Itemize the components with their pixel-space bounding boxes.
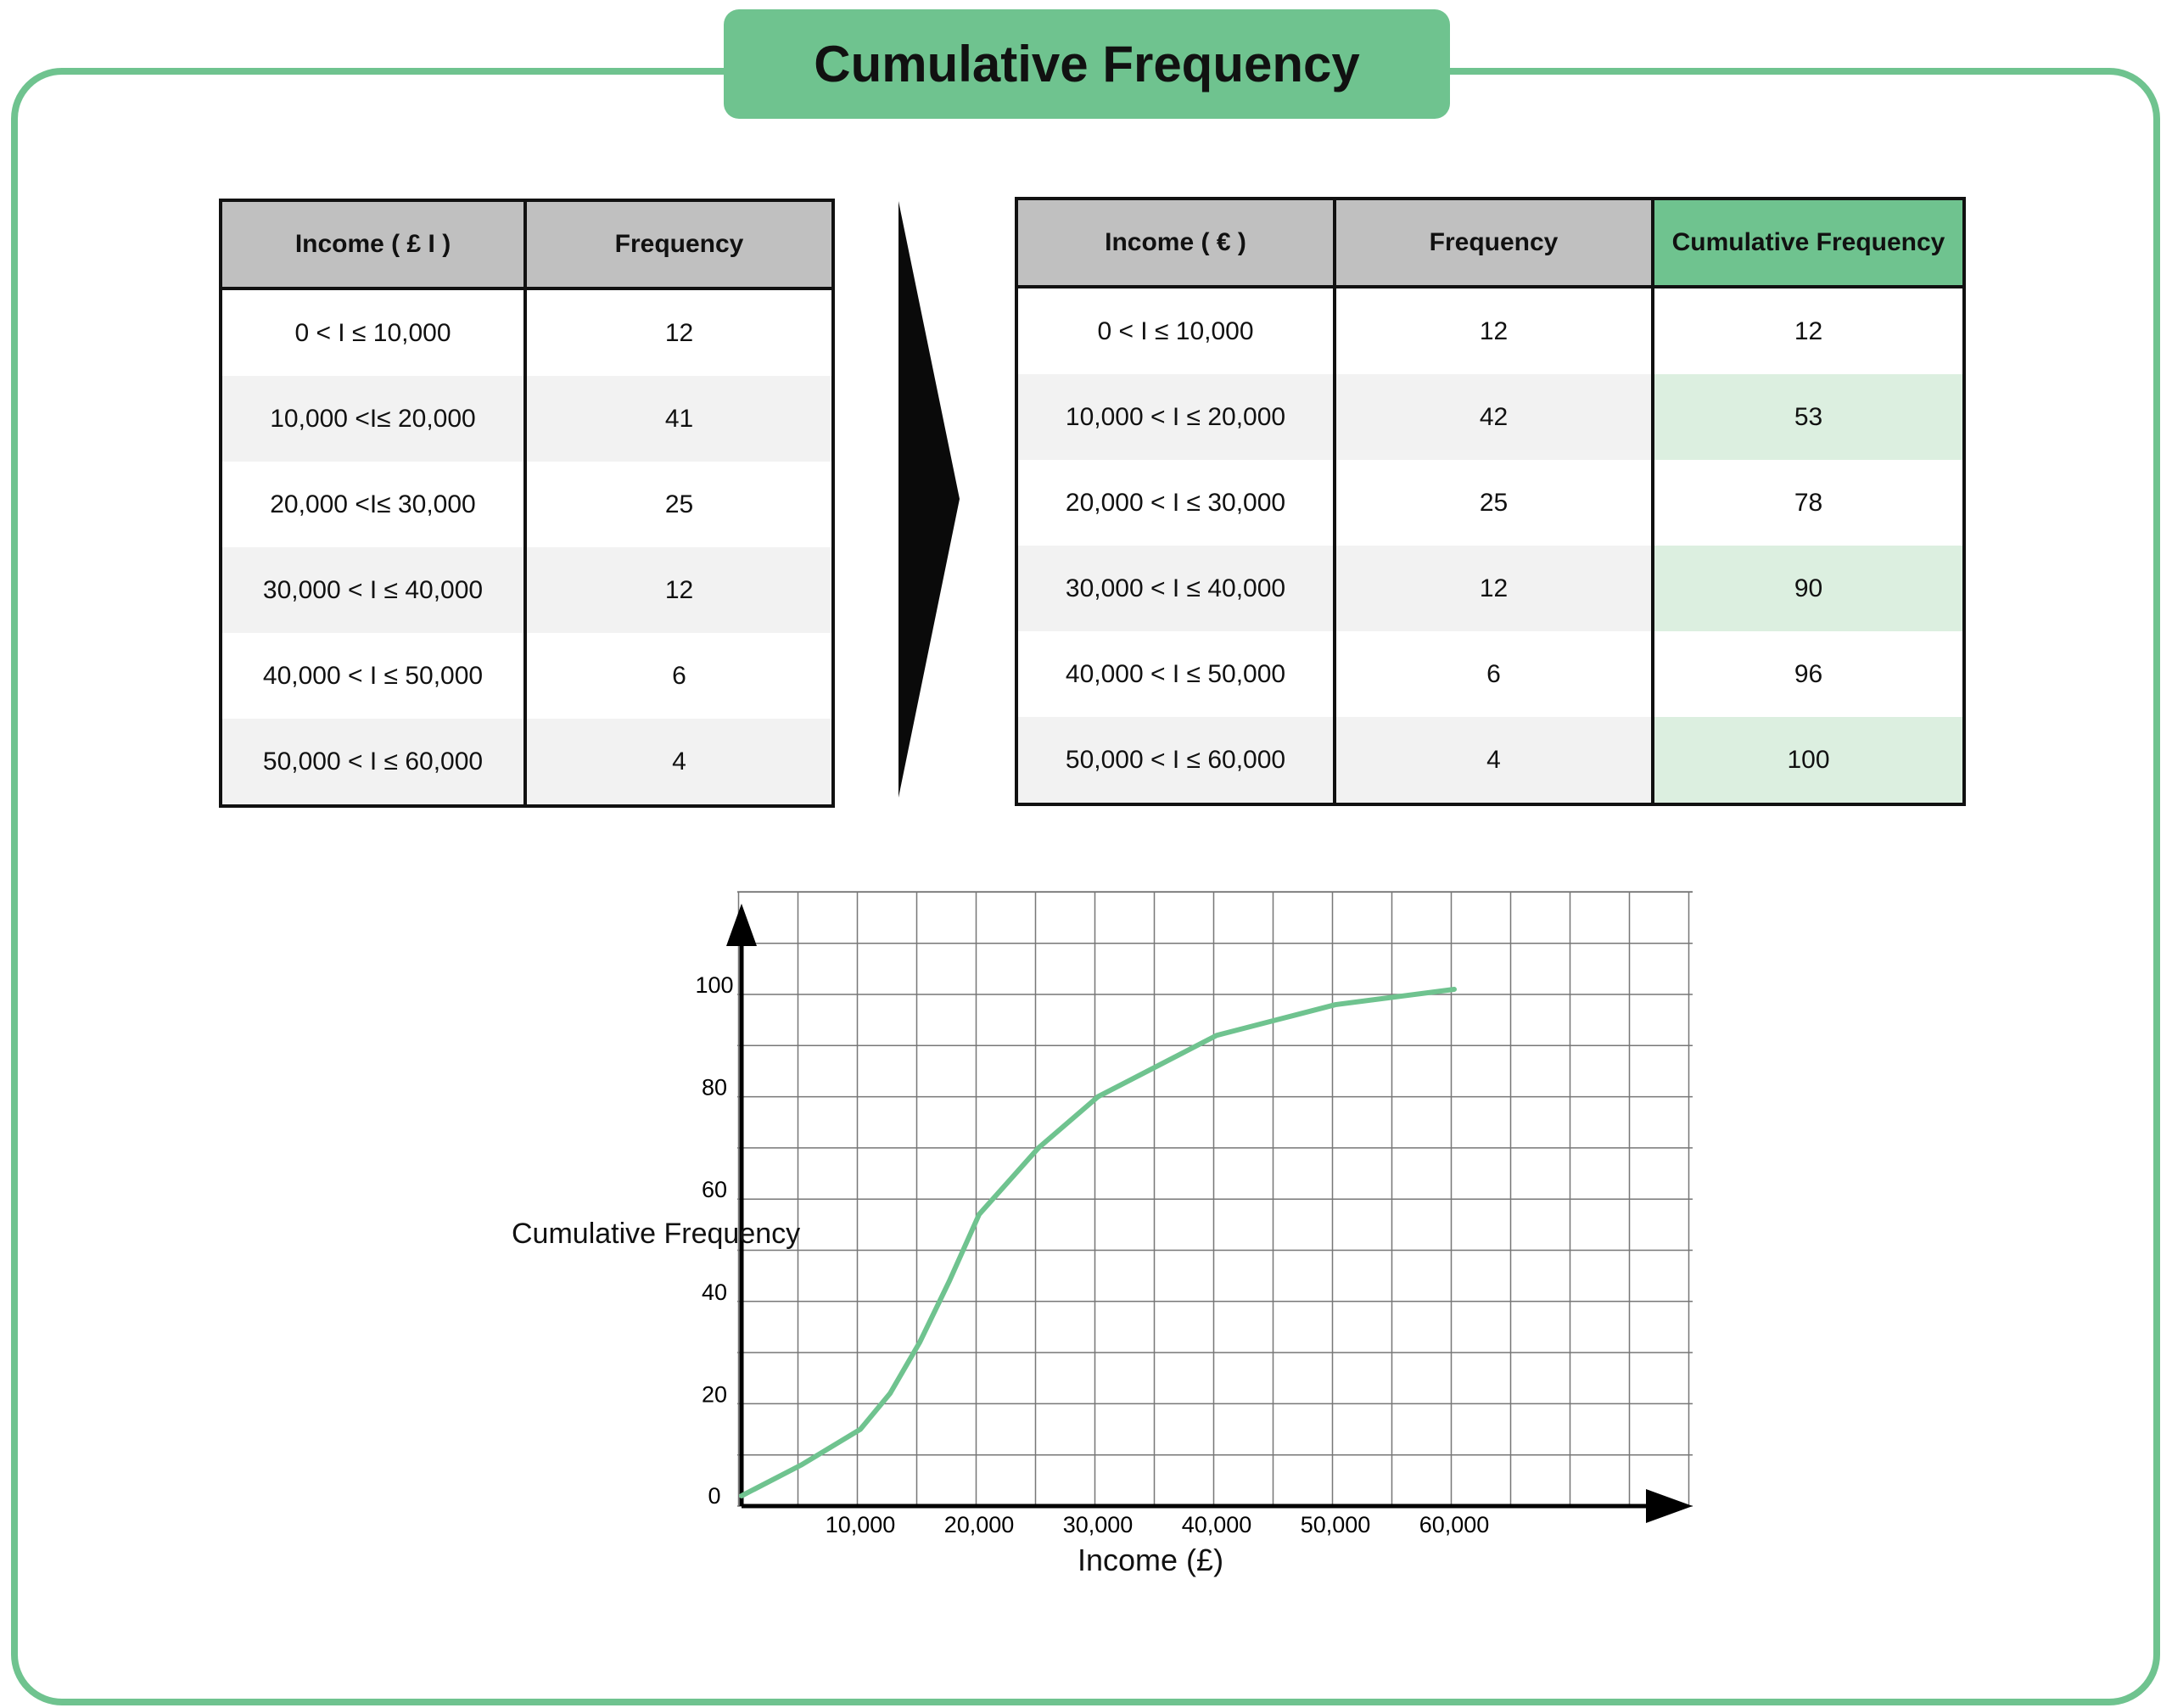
table-cell: 30,000 < I ≤ 40,000 xyxy=(219,547,527,633)
table-cell: 53 xyxy=(1651,374,1966,460)
y-tick-label: 80 xyxy=(702,1075,727,1100)
table-cell: 78 xyxy=(1651,460,1966,546)
table-cell: 6 xyxy=(523,633,835,719)
table-cell: 50,000 < I ≤ 60,000 xyxy=(1015,717,1336,806)
table-cell: 30,000 < I ≤ 40,000 xyxy=(1015,546,1336,631)
x-tick-label: 60,000 xyxy=(1419,1512,1490,1537)
column-header: Income ( € ) xyxy=(1015,197,1336,288)
table-cell: 20,000 < I ≤ 30,000 xyxy=(1015,460,1336,546)
table-cell: 0 < I ≤ 10,000 xyxy=(219,288,527,376)
y-tick-label: 0 xyxy=(708,1483,720,1509)
column-header: Income ( £ I ) xyxy=(219,199,527,290)
table-cell: 6 xyxy=(1333,631,1654,717)
table-cell: 12 xyxy=(523,288,835,376)
table-cell: 4 xyxy=(1333,717,1654,806)
y-tick-label: 100 xyxy=(695,972,733,998)
page-title: Cumulative Frequency xyxy=(724,9,1450,119)
table-cell: 12 xyxy=(523,547,835,633)
y-axis-arrow-icon xyxy=(726,904,757,946)
table-cell: 12 xyxy=(1333,287,1654,374)
table-cell: 10,000 < I ≤ 20,000 xyxy=(1015,374,1336,460)
table-cell: 40,000 < I ≤ 50,000 xyxy=(1015,631,1336,717)
table-cell: 40,000 < I ≤ 50,000 xyxy=(219,633,527,719)
table-cell: 42 xyxy=(1333,374,1654,460)
table-cell: 4 xyxy=(523,719,835,808)
table-cell: 12 xyxy=(1651,287,1966,374)
x-tick-label: 10,000 xyxy=(826,1512,896,1537)
column-header: Cumulative Frequency xyxy=(1651,197,1966,288)
table-cell: 10,000 <I≤ 20,000 xyxy=(219,376,527,462)
x-tick-label: 40,000 xyxy=(1182,1512,1252,1537)
table-cell: 25 xyxy=(1333,460,1654,546)
y-axis-title: Cumulative Frequency xyxy=(512,1218,801,1250)
table-cell: 100 xyxy=(1651,717,1966,806)
column-header: Frequency xyxy=(1333,197,1654,288)
x-tick-label: 20,000 xyxy=(944,1512,1015,1537)
table-cell: 25 xyxy=(523,462,835,547)
column-header: Frequency xyxy=(523,199,835,290)
table-cell: 0 < I ≤ 10,000 xyxy=(1015,287,1336,374)
y-tick-label: 20 xyxy=(702,1381,727,1407)
table-cell: 41 xyxy=(523,376,835,462)
table-cell: 12 xyxy=(1333,546,1654,631)
x-axis-arrow-icon xyxy=(1646,1489,1693,1523)
x-tick-label: 30,000 xyxy=(1063,1512,1134,1537)
table-cell: 50,000 < I ≤ 60,000 xyxy=(219,719,527,808)
x-axis-title: Income (£) xyxy=(1078,1543,1224,1577)
cumulative-frequency-curve xyxy=(739,986,1457,1498)
x-tick-label: 50,000 xyxy=(1301,1512,1371,1537)
table-cell: 96 xyxy=(1651,631,1966,717)
y-tick-label: 60 xyxy=(702,1177,727,1202)
table-cell: 20,000 <I≤ 30,000 xyxy=(219,462,527,547)
table-cell: 90 xyxy=(1651,546,1966,631)
y-tick-label: 40 xyxy=(702,1280,727,1305)
right-arrow-icon xyxy=(898,201,960,798)
